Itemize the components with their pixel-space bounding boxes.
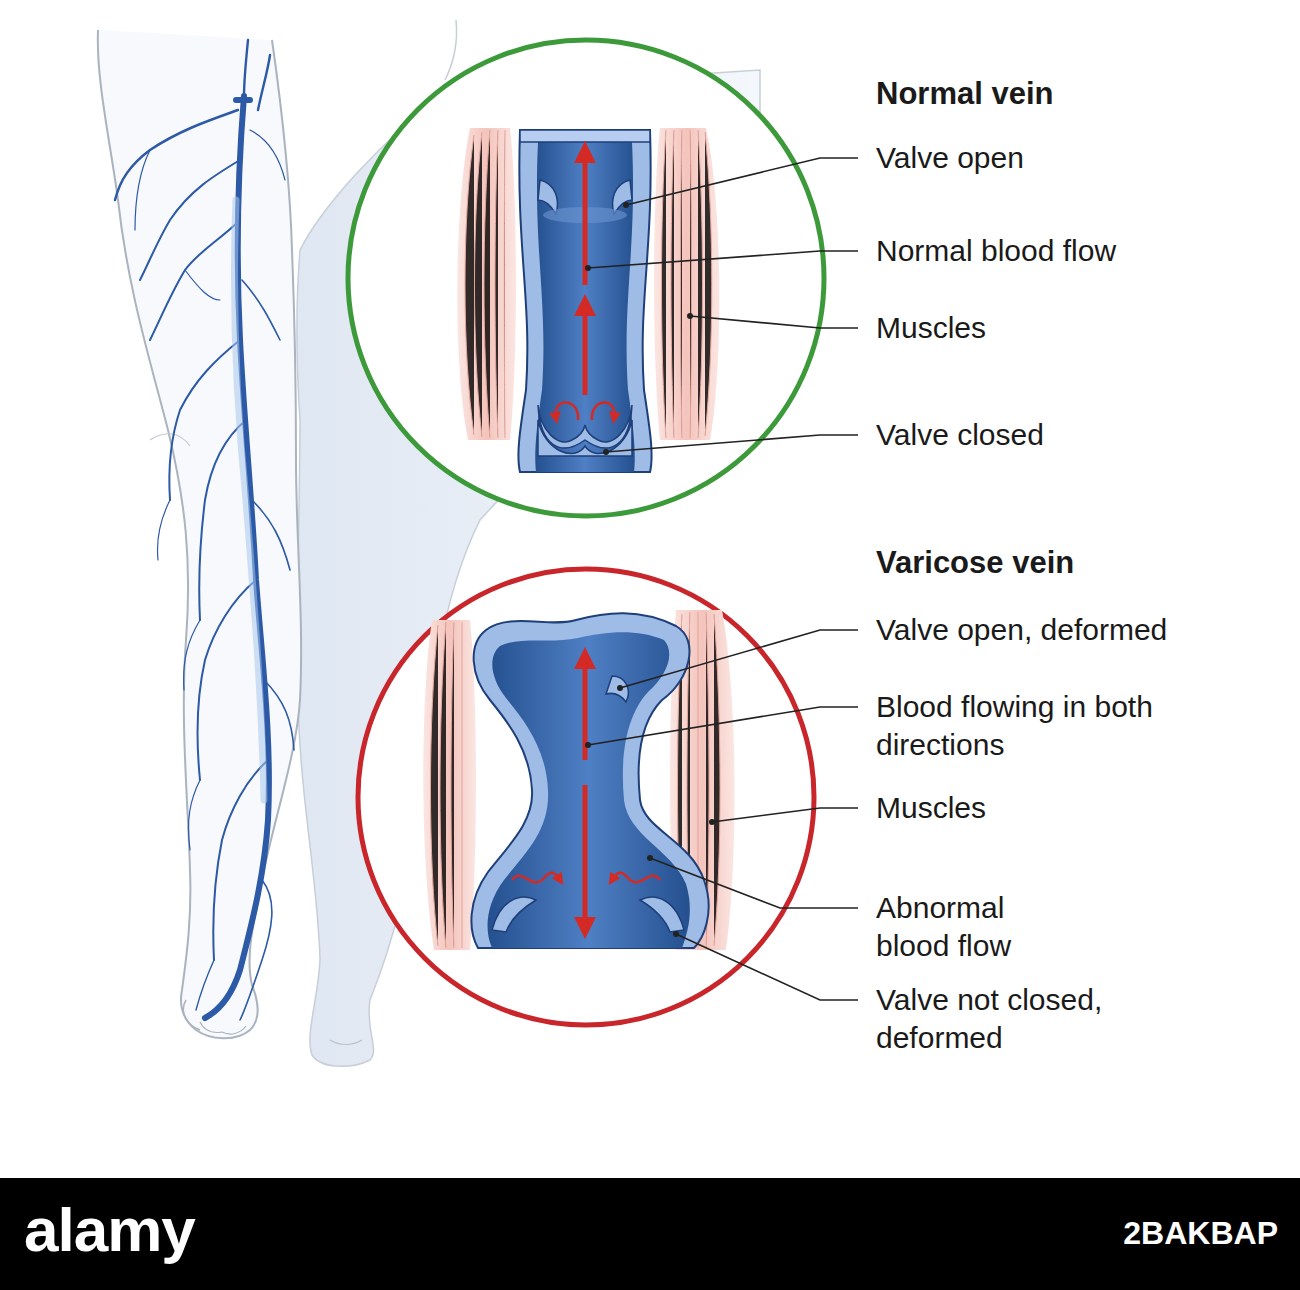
normal-vein-detail-part [654,128,719,440]
callout-label: Valve open, deformed [876,611,1286,649]
leg-veins-part [244,40,270,110]
leader-lines-part [588,251,858,268]
leg-veins-part [236,97,250,103]
normal-vein-detail-part [583,305,588,395]
leg-veins-part [169,340,240,500]
normal-vein-detail-part [535,142,635,472]
section-heading: Normal vein [876,74,1276,113]
normal-vein-detail-part [592,402,614,420]
callout-label: Normal blood flow [876,232,1276,270]
leader-lines-part [606,435,858,452]
normal-vein-detail-part [538,180,557,214]
leader-lines-part [676,934,858,1000]
leader-lines-part [690,316,858,328]
varicose-vein-detail-part [431,612,721,948]
varicose-vein-detail-part [512,873,560,883]
varicose-vein-detail-part [492,897,536,932]
leg-veins-part [252,500,290,570]
leader-lines-part [588,707,858,745]
leader-lines [588,158,858,1000]
watermark-bar [0,1178,1300,1290]
leg-veins-part [135,150,220,560]
varicose-vein-detail-part [488,632,690,948]
front-leg-part [200,1022,246,1034]
leg-veins-part [184,620,200,850]
varicose-vein-detail-part [358,569,814,1025]
normal-vein-detail-part [613,180,632,214]
normal-vein-detail-part [348,40,824,516]
leg-veins-part [150,220,240,340]
varicose-vein-detail-part [423,620,476,950]
leg-veins-part [205,96,269,1018]
leader-dots-part [647,855,653,861]
leader-dots-part [673,931,679,937]
leg-veins-part [234,200,264,800]
leg-veins-part [213,760,268,960]
image-id: 2BAKBAP [1123,1216,1278,1251]
leader-lines-part [626,158,858,205]
leg-veins-part [196,960,214,1010]
leg-veins-part [115,110,238,200]
leg-veins-part [197,580,256,780]
front-leg [98,30,301,1038]
callout-label: Abnormal blood flow [876,889,1056,965]
leg-veins [115,40,294,1020]
leader-lines-part [650,858,858,908]
varicose-vein-detail-part-part [431,622,463,948]
leader-dots-part [687,313,693,319]
normal-vein-detail-part [538,405,632,448]
normal-vein-detail-part [583,152,588,285]
leg-veins-part [250,130,285,180]
normal-vein-detail-part [457,128,516,440]
callout-label: Muscles [876,309,1276,347]
watermark-logo: alamy [24,1196,195,1264]
varicose-vein-detail-part [612,873,660,883]
leader-lines-part [712,808,858,822]
normal-vein-detail [348,40,824,516]
leader-dots-part [617,685,623,691]
callout-label: Muscles [876,789,1276,827]
normal-vein-detail-part [518,130,651,472]
back-leg [297,20,760,1066]
leader-lines-part [620,630,858,688]
varicose-vein-detail-part [640,897,684,932]
callout-label: Valve closed [876,416,1276,454]
leader-dots-part [585,265,591,271]
normal-vein-detail-part-part [662,130,712,438]
leg-veins-part [240,880,272,1020]
callout-label: Valve not closed, deformed [876,981,1138,1057]
normal-vein-detail-part [556,402,578,420]
callout-label: Valve open [876,139,1276,177]
normal-vein-detail-part-part [465,130,505,438]
leg-veins-part [140,160,240,280]
varicose-vein-detail-part [583,785,588,928]
back-leg-part [330,1040,362,1045]
leader-dots-part [603,449,609,455]
back-leg-part [445,20,457,80]
callout-label: Blood flowing in both directions [876,688,1176,764]
leader-dots-part [585,742,591,748]
leg-veins-part [242,280,280,340]
leader-dots-part [709,819,715,825]
section-heading: Varicose vein [876,543,1276,582]
leader-dots-part [623,202,629,208]
varicose-vein-detail-part [606,676,628,702]
leader-dots [585,202,715,937]
front-leg-part [98,30,301,1038]
varicose-vein-detail-part [471,613,708,948]
leg-veins-part [264,680,294,750]
varicose-vein-detail [358,569,814,1025]
normal-vein-detail-part [520,130,650,142]
front-leg-part [150,434,190,446]
